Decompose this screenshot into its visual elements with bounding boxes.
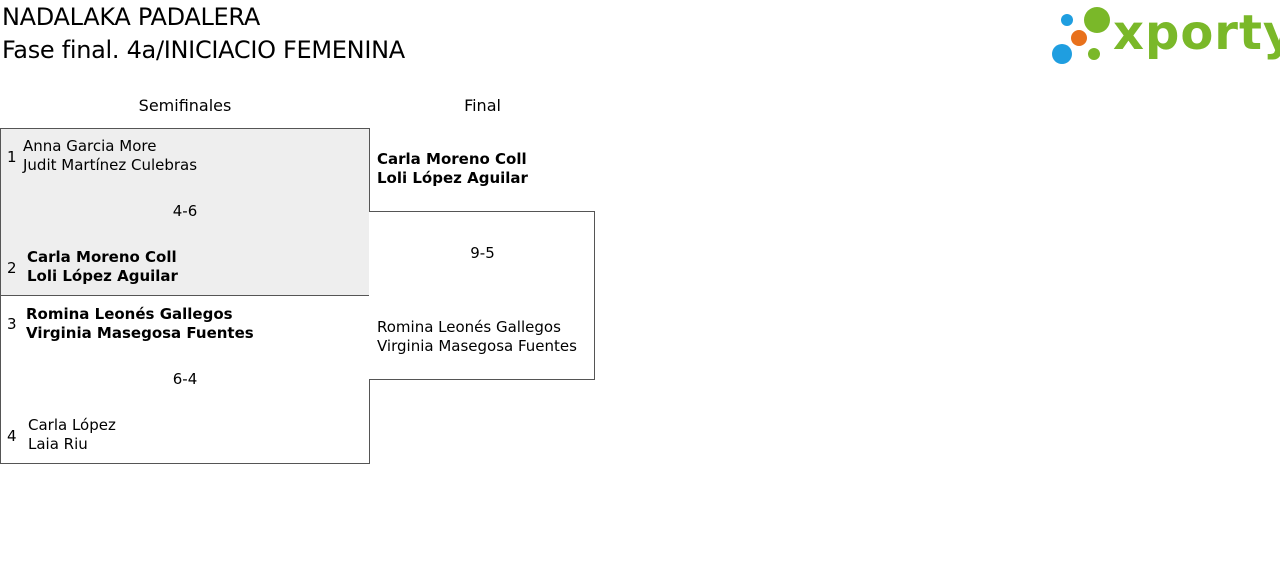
- player-name: Anna Garcia More: [23, 137, 157, 155]
- final-team-winner: Carla Moreno Coll Loli López Aguilar: [377, 150, 528, 188]
- final-team: Romina Leonés Gallegos Virginia Masegosa…: [377, 318, 577, 356]
- xporty-logo: xporty: [1050, 4, 1280, 68]
- player-name: Virginia Masegosa Fuentes: [26, 324, 254, 342]
- round-header-final: Final: [464, 96, 501, 115]
- seed-number: 1: [7, 148, 17, 166]
- final-match: [369, 211, 595, 380]
- match-score: 4-6: [172, 202, 198, 220]
- player-name: Carla López: [28, 416, 116, 434]
- page-title: NADALAKA PADALERA: [2, 3, 260, 31]
- player-name: Romina Leonés Gallegos: [26, 305, 233, 323]
- team-entry-winner: Romina Leonés Gallegos Virginia Masegosa…: [26, 305, 254, 343]
- page-subtitle: Fase final. 4a/INICIACIO FEMENINA: [2, 36, 405, 64]
- player-name: Judit Martínez Culebras: [23, 156, 198, 174]
- seed-number: 2: [7, 259, 17, 277]
- seed-number: 4: [7, 427, 17, 445]
- player-name: Virginia Masegosa Fuentes: [377, 337, 577, 355]
- player-name: Laia Riu: [28, 435, 88, 453]
- team-entry: Carla López Laia Riu: [28, 416, 116, 454]
- team-entry-winner: Carla Moreno Coll Loli López Aguilar: [27, 248, 178, 286]
- final-score: 9-5: [470, 244, 495, 262]
- logo-text: xporty: [1113, 5, 1280, 61]
- match-score: 6-4: [172, 370, 198, 388]
- player-name: Carla Moreno Coll: [27, 248, 177, 266]
- player-name: Carla Moreno Coll: [377, 150, 527, 168]
- semifinal-match-2: [0, 295, 370, 464]
- player-name: Romina Leonés Gallegos: [377, 318, 561, 336]
- semifinal-match-1: [0, 128, 370, 296]
- player-name: Loli López Aguilar: [27, 267, 178, 285]
- round-header-semifinals: Semifinales: [138, 96, 232, 115]
- seed-number: 3: [7, 315, 17, 333]
- player-name: Loli López Aguilar: [377, 169, 528, 187]
- team-entry: Anna Garcia More Judit Martínez Culebras: [23, 137, 197, 175]
- logo-dots-icon: [1052, 7, 1110, 64]
